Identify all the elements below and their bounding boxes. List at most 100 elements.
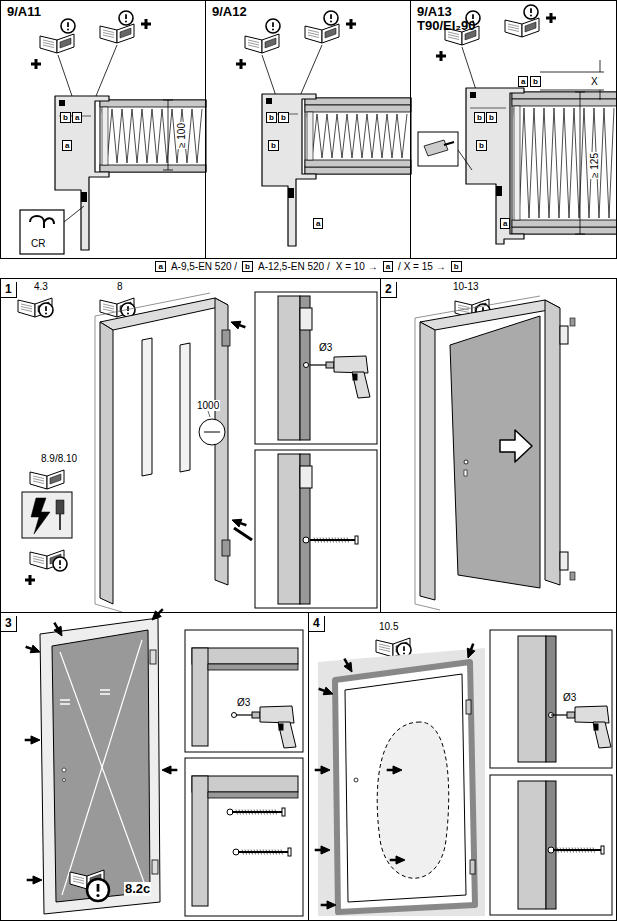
line-art bbox=[39, 303, 53, 317]
line-art bbox=[593, 848, 595, 853]
arrow-mark bbox=[315, 846, 330, 854]
line-art bbox=[251, 810, 253, 815]
line-art bbox=[64, 206, 84, 222]
line-art bbox=[222, 330, 230, 346]
line-art bbox=[100, 693, 110, 695]
line-art bbox=[58, 55, 72, 96]
line-art bbox=[467, 648, 475, 658]
line-art bbox=[584, 848, 586, 853]
line-art bbox=[315, 849, 321, 852]
line-art bbox=[257, 850, 259, 855]
door-frame bbox=[335, 662, 475, 912]
line-art bbox=[355, 536, 358, 544]
screw bbox=[238, 848, 291, 856]
line-art bbox=[60, 699, 70, 701]
line-art bbox=[47, 470, 64, 489]
panel-heading: 9/A11 bbox=[7, 5, 41, 19]
wall-area bbox=[318, 648, 485, 916]
manual-icon bbox=[245, 34, 279, 53]
detail-inset bbox=[490, 630, 612, 768]
line-art bbox=[59, 514, 61, 530]
line-art bbox=[127, 306, 129, 311]
line-art bbox=[424, 140, 448, 156]
line-art bbox=[248, 850, 250, 855]
line-art bbox=[288, 848, 291, 856]
manual-icon bbox=[30, 470, 64, 489]
reference-label: 8 bbox=[116, 281, 124, 292]
line-art bbox=[581, 848, 583, 853]
material-letter: b bbox=[60, 112, 71, 123]
reference-label: X bbox=[590, 76, 599, 87]
line-art bbox=[260, 706, 294, 723]
variant-panel: 9/A12 bbox=[205, 0, 411, 259]
line-art bbox=[341, 538, 343, 543]
line-art bbox=[96, 894, 99, 897]
line-art bbox=[345, 674, 466, 902]
line-art bbox=[265, 38, 276, 48]
line-art bbox=[353, 374, 357, 380]
reference-label: 10.5 bbox=[378, 621, 399, 632]
plus-symbol bbox=[236, 59, 246, 69]
line-art bbox=[100, 165, 206, 172]
line-art bbox=[344, 659, 347, 664]
line-art bbox=[245, 850, 247, 855]
line-art bbox=[281, 850, 283, 855]
reference-label: Ø3 bbox=[318, 342, 333, 353]
plus-symbol bbox=[31, 59, 41, 69]
line-art bbox=[496, 186, 502, 196]
line-art bbox=[248, 43, 259, 46]
line-art bbox=[300, 308, 312, 330]
line-art bbox=[335, 662, 475, 912]
line-art bbox=[379, 644, 390, 647]
line-art bbox=[248, 45, 259, 48]
detail-inset bbox=[185, 630, 303, 752]
line-art bbox=[100, 689, 110, 691]
line-art bbox=[300, 466, 312, 488]
step-panel: 2 bbox=[380, 278, 617, 613]
line-art bbox=[403, 653, 405, 655]
line-art bbox=[248, 40, 259, 43]
wall-section bbox=[512, 92, 617, 234]
line-art bbox=[466, 88, 524, 244]
line-art bbox=[587, 848, 589, 853]
line-art bbox=[490, 630, 612, 768]
line-art bbox=[21, 307, 32, 310]
line-art bbox=[242, 810, 244, 815]
line-art bbox=[601, 846, 604, 854]
electric-warning bbox=[22, 492, 72, 538]
line-art bbox=[180, 343, 190, 472]
line-art bbox=[321, 846, 330, 854]
wall-section bbox=[100, 100, 206, 172]
arrow-mark bbox=[152, 609, 163, 620]
material-letter: a bbox=[72, 112, 82, 123]
line-art bbox=[563, 848, 565, 853]
manual-icon bbox=[100, 24, 134, 43]
step-number: 3 bbox=[1, 616, 17, 632]
warning-symbol bbox=[266, 19, 280, 33]
step-number: 1 bbox=[1, 282, 17, 298]
line-art bbox=[512, 92, 617, 234]
material-letter: b bbox=[451, 261, 462, 272]
line-art bbox=[257, 810, 259, 815]
line-art bbox=[376, 640, 393, 657]
line-art bbox=[266, 19, 280, 33]
line-art bbox=[162, 766, 171, 774]
line-art bbox=[379, 649, 390, 652]
step-panel: 1 bbox=[0, 278, 381, 613]
line-art bbox=[239, 325, 245, 327]
reference-label: 1000 bbox=[196, 400, 220, 411]
line-art bbox=[308, 33, 319, 36]
line-art bbox=[260, 810, 262, 815]
manual-icon bbox=[40, 34, 74, 53]
line-art bbox=[231, 321, 241, 329]
line-art bbox=[323, 687, 333, 695]
material-key: A-9,5-EN 520 / bbox=[170, 261, 238, 272]
line-art bbox=[377, 722, 449, 878]
line-art bbox=[578, 848, 580, 853]
warning-symbol bbox=[39, 303, 53, 317]
line-art bbox=[575, 234, 585, 235]
line-art bbox=[234, 528, 252, 540]
line-art bbox=[330, 14, 332, 19]
line-art bbox=[347, 538, 349, 543]
leader-line bbox=[58, 45, 117, 96]
